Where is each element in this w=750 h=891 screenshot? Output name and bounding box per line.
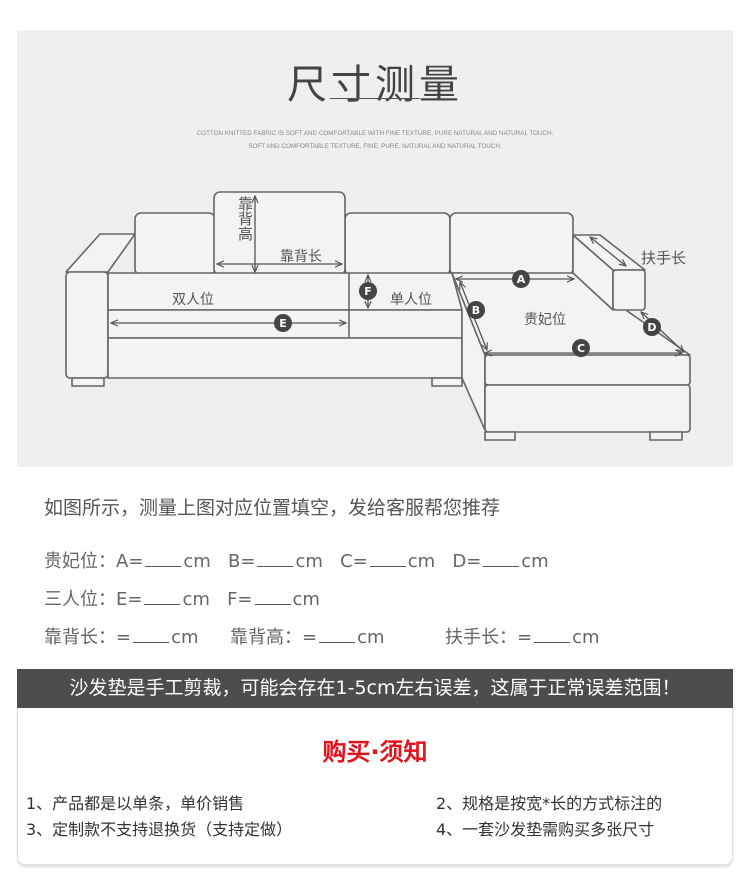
chaise-top bbox=[451, 272, 691, 356]
field-label: F= bbox=[227, 589, 253, 610]
form-row-back-length: 靠背长：= cm bbox=[44, 623, 199, 649]
notice-item: 4、一套沙发垫需购买多张尺寸 bbox=[436, 820, 655, 839]
notice-item: 3、定制款不支持退换货（支持定做） bbox=[26, 820, 293, 839]
unit: cm bbox=[183, 551, 211, 572]
left-arm-front bbox=[65, 271, 109, 379]
label-single-seat: 单人位 bbox=[390, 292, 432, 308]
marker-c bbox=[572, 339, 590, 357]
unit: cm bbox=[182, 589, 210, 610]
form-row-three-seat: 三人位：E= cm F= cm bbox=[44, 585, 320, 611]
marker-f bbox=[359, 282, 377, 300]
chaise-front bbox=[484, 354, 691, 386]
field-label: 靠背长：= bbox=[44, 627, 132, 648]
field-label: E= bbox=[116, 589, 143, 610]
sofa-illustration: A B C D E F bbox=[65, 191, 691, 441]
purchase-notice: 购买·须知 1、产品都是以单条，单价销售 2、规格是按宽*长的方式标注的 3、定… bbox=[17, 708, 733, 865]
label-chaise: 贵妃位 bbox=[524, 312, 566, 328]
unit: cm bbox=[521, 551, 549, 572]
row-label: 三人位： bbox=[44, 589, 116, 610]
field-label: 靠背高：= bbox=[230, 627, 318, 648]
marker-e bbox=[274, 314, 292, 332]
blank-d[interactable] bbox=[483, 552, 520, 567]
instructions: 如图所示，测量上图对应位置填空，发给客服帮您推荐 bbox=[44, 497, 501, 519]
blank-back-height[interactable] bbox=[319, 628, 356, 643]
leg bbox=[484, 431, 516, 441]
back-cushion-left bbox=[134, 212, 216, 276]
form-row-chaise: 贵妃位：A= cm B= cm C= cm D= cm bbox=[44, 547, 549, 573]
label-back-height: 靠背高 bbox=[238, 195, 254, 243]
unit: cm bbox=[572, 627, 600, 648]
blank-c[interactable] bbox=[369, 552, 406, 567]
marker-d-label: D bbox=[647, 321, 656, 334]
chaise-base bbox=[484, 384, 691, 433]
blank-b[interactable] bbox=[257, 552, 294, 567]
row-label: 贵妃位： bbox=[44, 551, 116, 572]
subtitle-line-2: SOFT AND COMFORTABLE TEXTURE, FINE, PURE… bbox=[248, 143, 502, 150]
left-arm bbox=[65, 233, 136, 273]
title-underline bbox=[330, 98, 420, 99]
page-title: 尺寸测量 bbox=[287, 62, 463, 108]
unit: cm bbox=[357, 627, 385, 648]
marker-b-label: B bbox=[472, 304, 480, 317]
blank-f[interactable] bbox=[254, 590, 291, 605]
marker-a bbox=[512, 270, 530, 288]
unit: cm bbox=[295, 551, 323, 572]
leg bbox=[431, 377, 463, 387]
form-row-armrest: 扶手长：= cm bbox=[445, 623, 600, 649]
sofa-base bbox=[107, 337, 463, 379]
marker-d bbox=[643, 318, 661, 336]
marker-b bbox=[467, 301, 485, 319]
field-label: C= bbox=[340, 551, 368, 572]
blank-a[interactable] bbox=[145, 552, 182, 567]
unit: cm bbox=[292, 589, 320, 610]
form-row-back-height: 靠背高：= cm bbox=[230, 623, 385, 649]
notice-title: 购买·须知 bbox=[322, 738, 428, 766]
leg bbox=[649, 431, 683, 441]
leg bbox=[71, 377, 105, 387]
unit: cm bbox=[407, 551, 436, 572]
marker-c-label: C bbox=[577, 342, 585, 355]
field-label: D= bbox=[452, 551, 482, 572]
blank-back-length[interactable] bbox=[133, 628, 170, 643]
subtitle-line-1: COTTON KNITTED FABRIC IS SOFT AND COMFOR… bbox=[196, 130, 554, 137]
blank-e[interactable] bbox=[144, 590, 181, 605]
field-label: B= bbox=[228, 551, 256, 572]
notice-item: 2、规格是按宽*长的方式标注的 bbox=[436, 794, 663, 813]
marker-e-label: E bbox=[279, 317, 287, 330]
error-tolerance-banner: 沙发垫是手工剪裁，可能会存在1-5cm左右误差，这属于正常误差范围！ bbox=[17, 669, 733, 708]
notice-item: 1、产品都是以单条，单价销售 bbox=[26, 794, 245, 813]
field-label: 扶手长：= bbox=[445, 627, 533, 648]
back-cushion-chaise bbox=[449, 212, 574, 276]
label-armrest-length: 扶手长 bbox=[641, 249, 687, 267]
field-label: A= bbox=[116, 551, 144, 572]
back-cushion-right bbox=[344, 212, 451, 276]
blank-armrest[interactable] bbox=[534, 628, 571, 643]
label-double-seat: 双人位 bbox=[172, 292, 214, 308]
marker-f-label: F bbox=[364, 285, 372, 298]
right-arm-front bbox=[612, 269, 646, 311]
marker-a-label: A bbox=[517, 273, 526, 286]
label-back-length: 靠背长 bbox=[280, 249, 322, 265]
unit: cm bbox=[171, 627, 199, 648]
